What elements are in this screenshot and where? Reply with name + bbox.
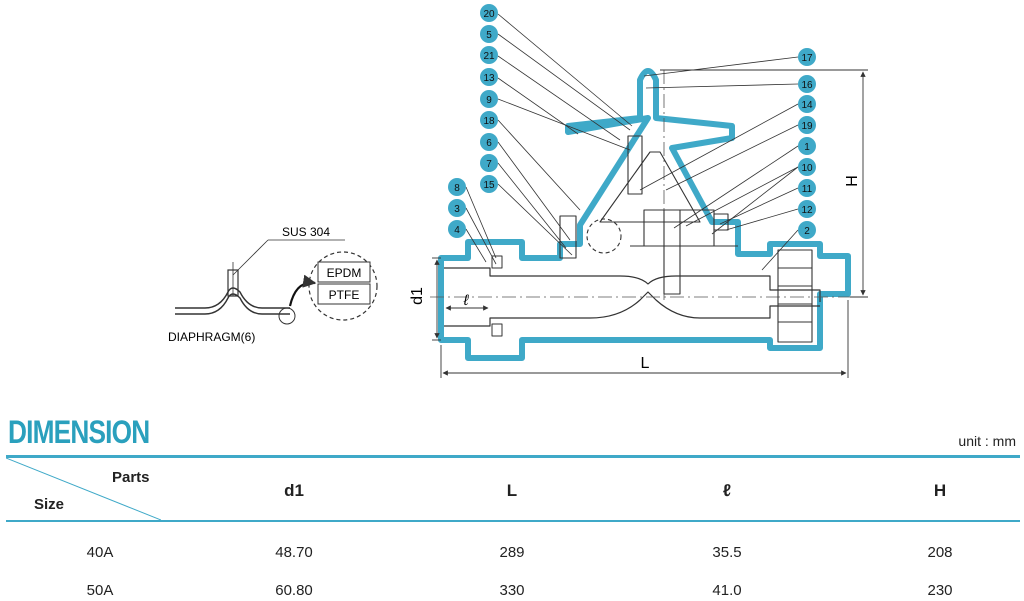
- svg-text:5: 5: [486, 30, 492, 41]
- inset-option-ptfe: PTFE: [329, 288, 360, 302]
- svg-text:13: 13: [483, 73, 495, 84]
- callout-10: 10: [798, 158, 816, 176]
- cell-d1: 48.70: [275, 544, 313, 561]
- callout-13: 13: [480, 68, 498, 86]
- cell-size: 40A: [86, 544, 114, 561]
- callout-4: 4: [448, 220, 466, 238]
- svg-text:14: 14: [801, 100, 813, 111]
- svg-text:9: 9: [486, 95, 492, 106]
- callout-12: 12: [798, 200, 816, 218]
- svg-text:1: 1: [804, 142, 810, 153]
- svg-text:17: 17: [801, 53, 813, 64]
- callout-16: 16: [798, 75, 816, 93]
- corner-size-label: Size: [34, 496, 65, 513]
- svg-text:12: 12: [801, 205, 813, 216]
- leader-lines: [465, 13, 799, 271]
- dim-H-label: H: [844, 175, 861, 187]
- callout-9: 9: [480, 90, 498, 108]
- cell-d1: 60.80: [275, 582, 313, 599]
- svg-text:18: 18: [483, 116, 495, 127]
- inset-caption: DIAPHRAGM(6): [168, 330, 255, 344]
- column-header-L: L: [506, 481, 518, 500]
- callout-6: 6: [480, 133, 498, 151]
- svg-text:7: 7: [486, 159, 492, 170]
- svg-text:11: 11: [802, 184, 813, 195]
- inset-option-epdm: EPDM: [327, 266, 362, 280]
- svg-text:15: 15: [483, 180, 495, 191]
- dim-d1-label: d1: [409, 287, 426, 305]
- svg-text:10: 10: [801, 163, 813, 174]
- svg-text:2: 2: [804, 226, 810, 237]
- svg-text:3: 3: [454, 204, 460, 215]
- callout-7: 7: [480, 154, 498, 172]
- callout-5: 5: [480, 25, 498, 43]
- table-header-rule: [6, 520, 1020, 522]
- cell-size: 50A: [86, 582, 114, 599]
- svg-text:8: 8: [454, 183, 460, 194]
- callout-14: 14: [798, 95, 816, 113]
- table-top-rule: [6, 455, 1020, 458]
- cell-H: 208: [927, 544, 953, 561]
- dim-l-label: ℓ: [463, 292, 470, 309]
- callouts: 20 5 21 13 9 18 6 7 15 8 3 4 17 16 14 19…: [448, 4, 816, 239]
- svg-text:4: 4: [454, 225, 460, 236]
- callout-21: 21: [480, 46, 498, 64]
- callout-2: 2: [798, 221, 816, 239]
- unit-label: unit : mm: [958, 433, 1016, 449]
- cell-H: 230: [927, 582, 953, 599]
- inset-material-label: SUS 304: [282, 225, 330, 239]
- dimension-title: DIMENSION: [8, 414, 150, 450]
- callout-1: 1: [798, 137, 816, 155]
- svg-text:21: 21: [483, 51, 495, 62]
- callout-15: 15: [480, 175, 498, 193]
- cell-l: 41.0: [712, 582, 742, 599]
- callout-8: 8: [448, 178, 466, 196]
- valve-drawing: SUS 304 EPDM PTFE DIAPHRAGM(6): [168, 4, 868, 378]
- svg-text:16: 16: [801, 80, 813, 91]
- valve-body: [430, 68, 860, 361]
- column-header-l: ℓ: [722, 481, 732, 500]
- dim-L-label: L: [641, 355, 650, 372]
- svg-text:6: 6: [486, 138, 492, 149]
- corner-diagonal: [6, 458, 161, 520]
- cell-l: 35.5: [712, 544, 742, 561]
- callout-11: 11: [798, 179, 816, 197]
- callout-17: 17: [798, 48, 816, 66]
- cell-L: 330: [499, 582, 525, 599]
- column-header-d1: d1: [284, 481, 304, 500]
- callout-19: 19: [798, 116, 816, 134]
- svg-text:20: 20: [483, 9, 495, 20]
- diaphragm-inset: SUS 304 EPDM PTFE DIAPHRAGM(6): [168, 225, 378, 344]
- corner-parts-label: Parts: [112, 469, 150, 486]
- column-header-H: H: [933, 481, 947, 500]
- callout-3: 3: [448, 199, 466, 217]
- callout-20: 20: [480, 4, 498, 22]
- svg-text:19: 19: [801, 121, 813, 132]
- cell-L: 289: [499, 544, 525, 561]
- callout-18: 18: [480, 111, 498, 129]
